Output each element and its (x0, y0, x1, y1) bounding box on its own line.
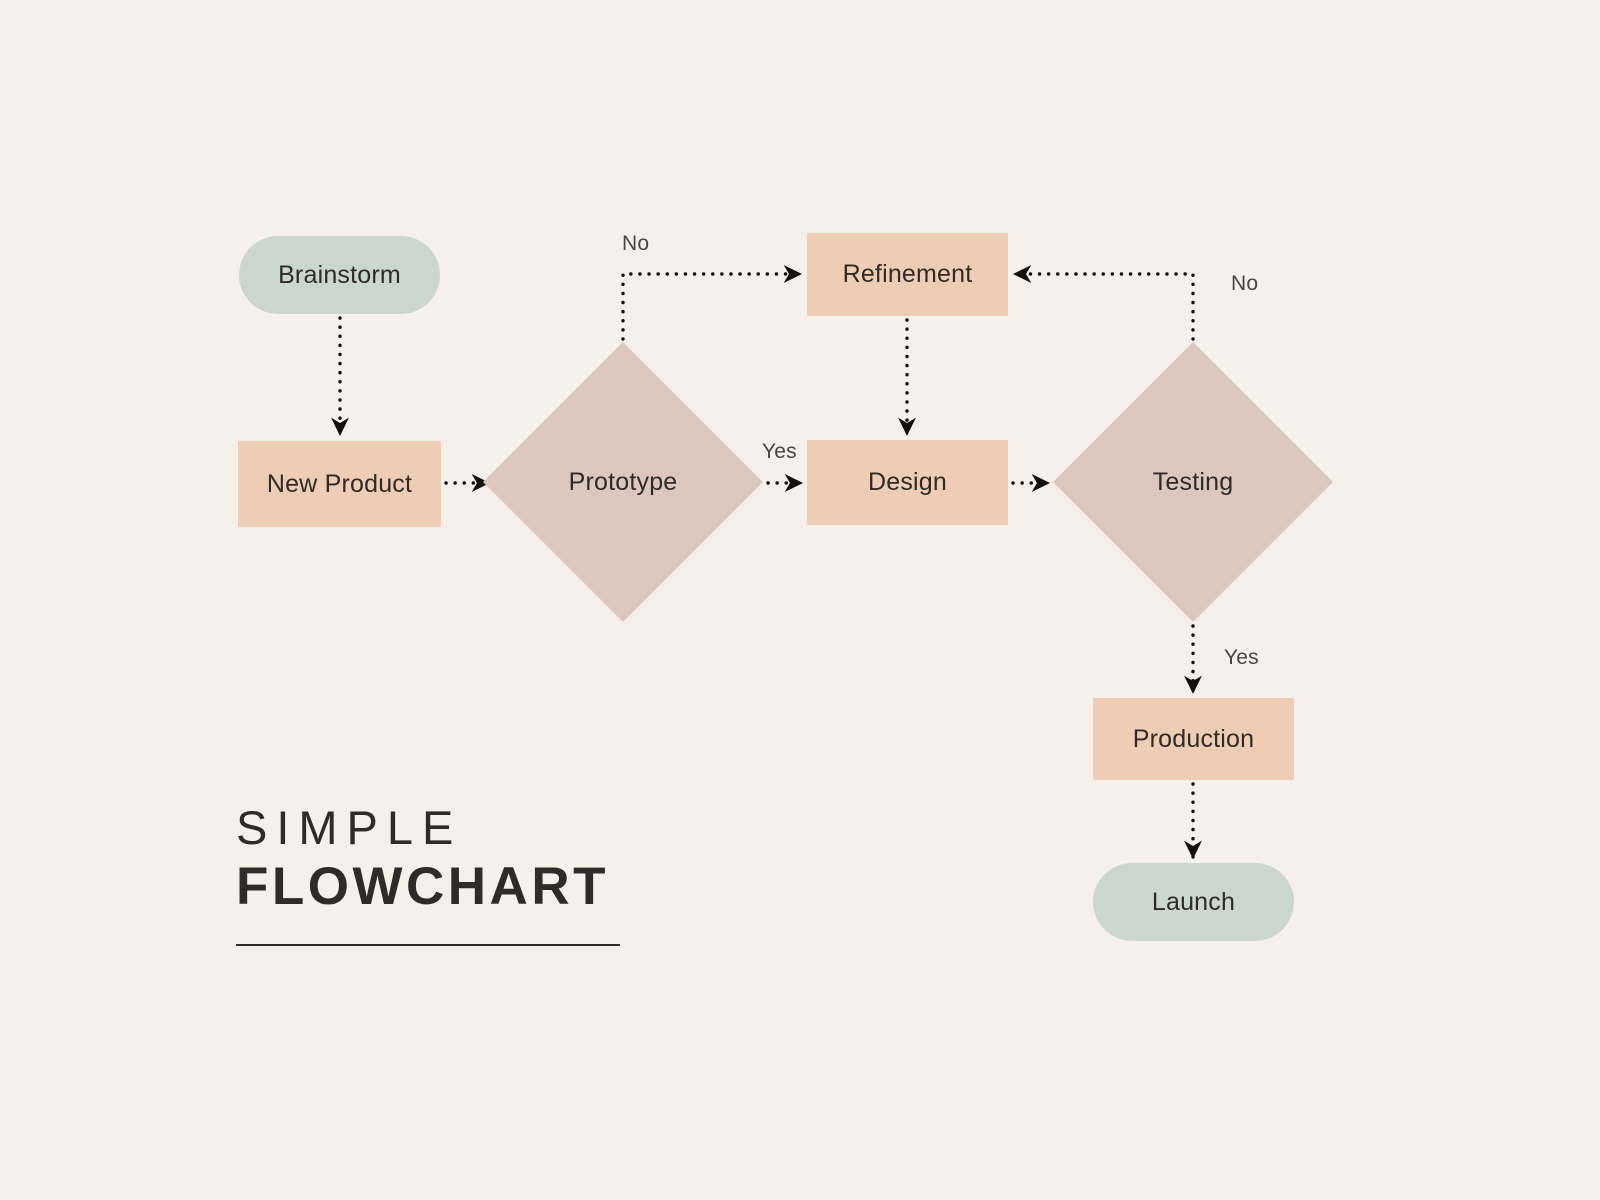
node-label-production: Production (1132, 724, 1255, 753)
page-title-line-1: SIMPLE (236, 801, 463, 854)
node-production[interactable]: Production (1093, 698, 1294, 780)
title-block: SIMPLE FLOWCHART (236, 800, 636, 947)
diamond-shape-prototype (483, 342, 763, 622)
connector-testing-refinement (1012, 265, 1195, 341)
page-title-line-2: FLOWCHART (236, 857, 609, 917)
edge-label-yes-prototype: Yes (762, 440, 797, 463)
node-label-brainstorm: Brainstorm (278, 260, 401, 289)
node-label-design: Design (867, 468, 948, 496)
node-label-testing: Testing (1152, 467, 1234, 496)
node-label-launch: Launch (1151, 887, 1236, 916)
node-refinement[interactable]: Refinement (807, 233, 1008, 316)
title-underline-rule (236, 944, 620, 947)
node-label-refinement: Refinement (842, 260, 973, 288)
connector-prototype-refinement (621, 265, 803, 341)
node-prototype[interactable]: Prototype (483, 342, 763, 622)
edge-label-no-prototype: No (622, 232, 650, 255)
node-launch[interactable]: Launch (1093, 863, 1294, 941)
node-new-product[interactable]: New Product (238, 441, 441, 527)
node-testing[interactable]: Testing (1053, 342, 1333, 622)
node-label-new-product: New Product (266, 469, 413, 498)
edge-label-yes-testing: Yes (1224, 646, 1259, 669)
node-label-prototype: Prototype (568, 467, 678, 496)
node-design[interactable]: Design (807, 440, 1008, 525)
node-brainstorm[interactable]: Brainstorm (239, 236, 440, 314)
edge-label-no-testing: No (1231, 272, 1259, 295)
diamond-shape-testing (1053, 342, 1333, 622)
